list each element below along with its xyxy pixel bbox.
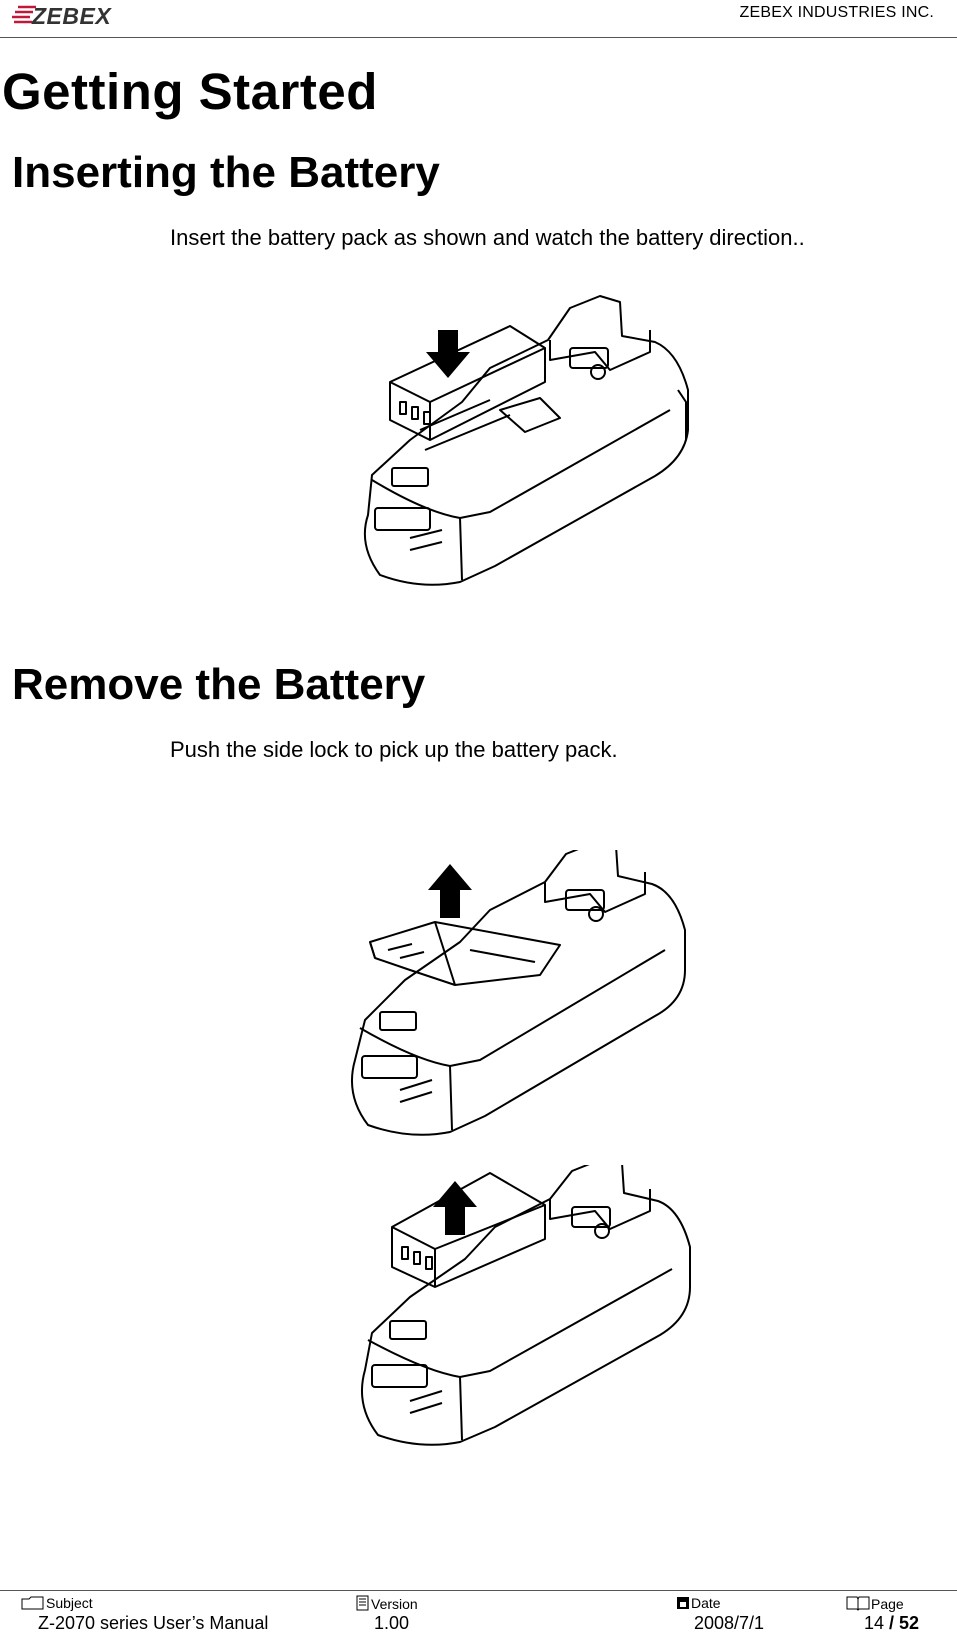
version-label: Version xyxy=(371,1596,418,1612)
page-footer: Subject Z-2070 series User’s Manual Vers… xyxy=(0,1590,957,1634)
page-label: Page xyxy=(871,1596,904,1612)
version-value: 1.00 xyxy=(374,1613,410,1633)
page-separator: / xyxy=(884,1613,900,1633)
folder-icon xyxy=(21,1596,44,1610)
page-number: 14 / 52 xyxy=(864,1613,919,1634)
section-heading-insert: Inserting the Battery xyxy=(12,148,440,197)
document-icon xyxy=(356,1595,369,1611)
calendar-icon xyxy=(677,1597,689,1609)
insert-battery-illustration xyxy=(363,295,689,586)
push-side-lock-illustration xyxy=(351,850,686,1136)
date-value: 2008/7/1 xyxy=(694,1613,765,1633)
lift-battery-illustration xyxy=(361,1165,691,1446)
date-label: Date xyxy=(691,1595,721,1611)
svg-text:ZEBEX: ZEBEX xyxy=(31,3,112,28)
page-total: 52 xyxy=(899,1613,920,1633)
page-header: ZEBEX ZEBEX INDUSTRIES INC. xyxy=(0,0,957,38)
book-icon xyxy=(846,1596,870,1611)
subject-value: Z-2070 series User’s Manual xyxy=(38,1613,269,1633)
zebex-logo: ZEBEX xyxy=(12,3,112,28)
subject-label: Subject xyxy=(46,1595,93,1611)
company-name: ZEBEX INDUSTRIES INC. xyxy=(739,4,934,21)
page-title: Getting Started xyxy=(2,63,378,120)
section-text-remove: Push the side lock to pick up the batter… xyxy=(170,737,618,762)
page-current: 14 xyxy=(864,1613,885,1633)
section-text-insert: Insert the battery pack as shown and wat… xyxy=(170,225,805,250)
section-heading-remove: Remove the Battery xyxy=(12,660,426,709)
